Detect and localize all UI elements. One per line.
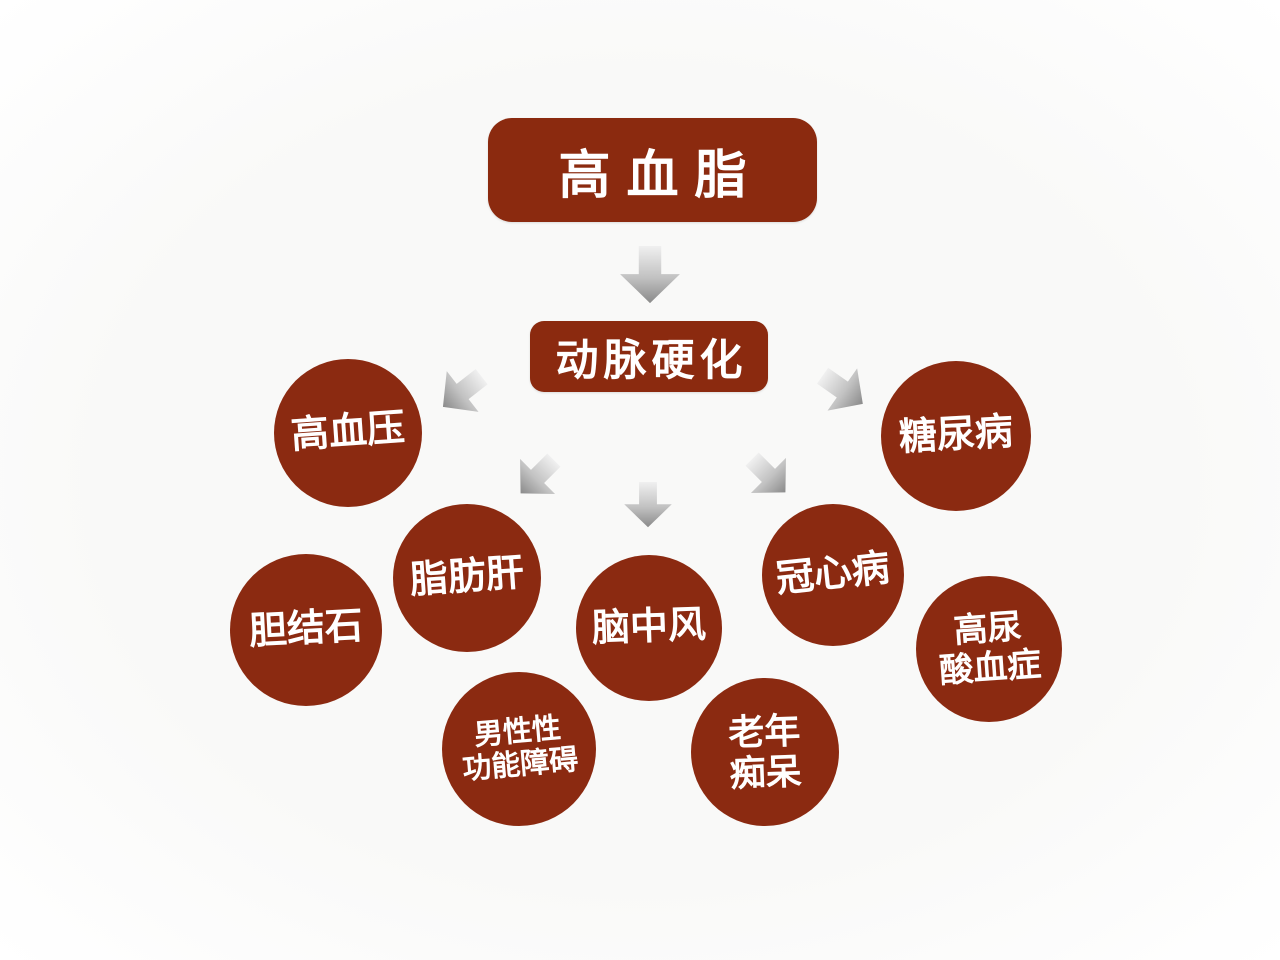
arrow-down-right-icon: [806, 352, 880, 428]
node-diabetes: 糖尿病: [881, 361, 1031, 511]
node-hypertension: 高血压: [274, 359, 422, 507]
arrow-down-icon: [617, 246, 683, 304]
node-senile-dementia-line2: 痴呆: [729, 750, 803, 795]
node-arteriosclerosis-label: 动脉硬化: [555, 336, 748, 385]
arrow-down-left-icon: [500, 440, 574, 514]
node-hyperlipidemia: 高血脂: [488, 118, 817, 222]
node-hyperuricemia-label: 高尿 酸血症: [935, 606, 1042, 691]
node-senile-dementia-label: 老年 痴呆: [728, 709, 803, 794]
node-stroke: 脑中风: [576, 555, 722, 701]
arrow-down-left-icon: [424, 354, 499, 430]
node-hypertension-label: 高血压: [289, 407, 407, 458]
arrow-down-icon: [622, 479, 674, 531]
node-coronary-heart-disease: 冠心病: [762, 504, 904, 646]
node-male-sexual-dysfunction: 男性性 功能障碍: [442, 672, 596, 826]
node-senile-dementia: 老年 痴呆: [691, 678, 839, 826]
node-hyperuricemia-line2: 酸血症: [938, 645, 1043, 691]
node-stroke-label: 脑中风: [591, 604, 707, 651]
node-hyperlipidemia-label: 高血脂: [558, 146, 763, 205]
node-senile-dementia-line1: 老年: [727, 709, 801, 753]
node-fatty-liver-label: 脂肪肝: [408, 552, 526, 603]
node-hyperuricemia: 高尿 酸血症: [916, 576, 1062, 722]
node-arteriosclerosis: 动脉硬化: [530, 321, 768, 392]
node-male-sexual-dysfunction-label: 男性性 功能障碍: [458, 711, 579, 788]
node-gallstones: 胆结石: [230, 554, 382, 706]
node-diabetes-label: 糖尿病: [897, 411, 1014, 460]
node-fatty-liver: 脂肪肝: [393, 504, 541, 652]
node-gallstones-label: 胆结石: [247, 605, 364, 654]
node-coronary-heart-disease-label: 冠心病: [774, 547, 892, 602]
arrow-down-right-icon: [732, 439, 806, 513]
